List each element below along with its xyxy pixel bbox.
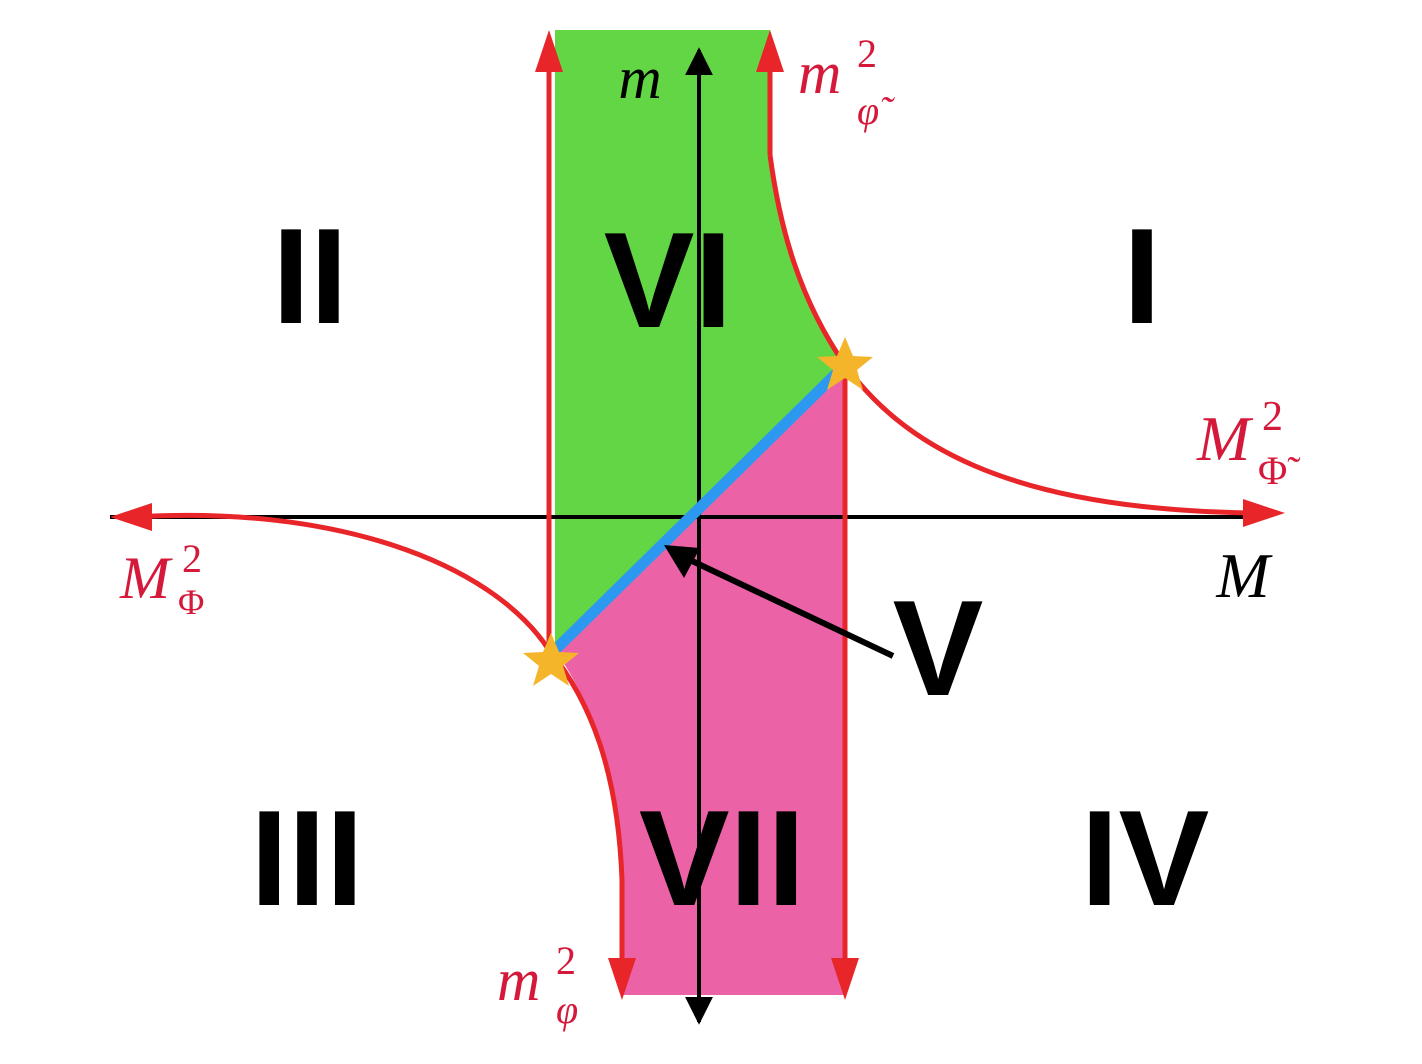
label-M-Phi-tilde-base: M (1196, 403, 1254, 474)
label-M-Phi-tilde-sub: Φ̃ (1258, 448, 1301, 493)
diagonal-boundary (549, 359, 851, 656)
label-m-phi-base: m (497, 947, 540, 1013)
vertical-axis-label: m (618, 45, 661, 111)
label-m-phi-tilde: m 2 φ̃ (798, 31, 895, 133)
label-M-Phi-tilde-sup: 2 (1262, 394, 1283, 440)
lower-left-hyperbola (134, 512, 625, 970)
region-label-iv: IV (1081, 782, 1210, 934)
label-m-phi-sub: φ (556, 987, 578, 1032)
label-M-Phi: M 2 Φ (119, 536, 204, 622)
label-m-phi-sup: 2 (556, 938, 576, 983)
arrowhead-M-Phi-tilde-right (1243, 499, 1285, 527)
pointer-arrowhead (664, 545, 700, 578)
region-label-vii: VII (639, 782, 805, 934)
label-M-Phi-sub: Φ (178, 582, 204, 622)
horizontal-axis-label: M (1215, 540, 1273, 611)
arrowhead-m-phi-down (608, 958, 636, 1000)
arrowhead-M-Phi-left (110, 503, 152, 531)
arrowhead-m-phi-tilde-up (756, 30, 784, 72)
label-m-phi-tilde-sup: 2 (857, 31, 877, 76)
arrowhead-right-down (831, 958, 859, 1000)
region-label-i: I (1123, 200, 1161, 352)
pointer-arrow-line (688, 557, 895, 659)
label-m-phi-tilde-base: m (798, 40, 841, 106)
label-m-phi-tilde-sub: φ̃ (857, 88, 895, 133)
region-label-v: V (893, 572, 984, 724)
region-label-iii: III (250, 782, 363, 934)
region-label-ii: II (272, 200, 348, 352)
region-label-vi: VI (604, 204, 733, 356)
arrowhead-left-up (535, 30, 563, 72)
label-M-Phi-base: M (119, 545, 173, 611)
star-icon (817, 337, 873, 390)
label-m-phi: m 2 φ (497, 938, 578, 1032)
star-icon (523, 633, 579, 686)
label-M-Phi-tilde: M 2 Φ̃ (1196, 394, 1301, 493)
label-M-Phi-sup: 2 (182, 536, 202, 581)
